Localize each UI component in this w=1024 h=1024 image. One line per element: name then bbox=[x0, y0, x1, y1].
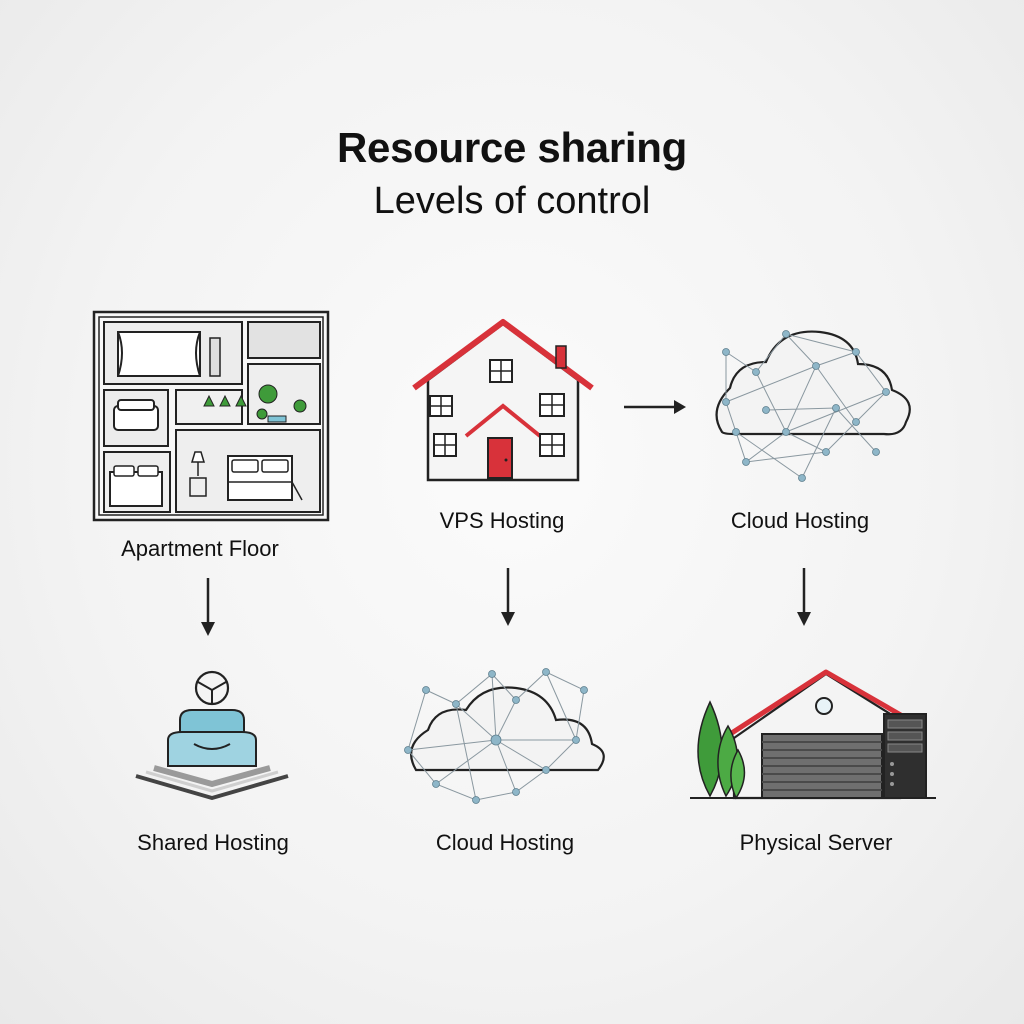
arrow-down-icon bbox=[797, 568, 811, 626]
apartment-floor-icon bbox=[92, 310, 330, 522]
shared-hosting-label: Shared Hosting bbox=[137, 830, 289, 855]
cloud-hosting-bottom-label: Cloud Hosting bbox=[435, 830, 575, 855]
cloud-network-icon bbox=[404, 668, 605, 804]
diagram-title: Resource sharing bbox=[337, 124, 687, 171]
cloud-network-icon bbox=[715, 330, 911, 482]
arrow-down-icon bbox=[201, 578, 215, 636]
shared-hosting-icon bbox=[135, 670, 289, 800]
physical-server-icon bbox=[690, 669, 936, 800]
cloud-hosting-top-label: Cloud Hosting bbox=[730, 508, 870, 533]
apartment-floor-label: Apartment Floor bbox=[121, 536, 279, 561]
arrow-down-icon bbox=[501, 568, 515, 626]
diagram-subtitle: Levels of control bbox=[373, 180, 651, 222]
vps-hosting-label: VPS Hosting bbox=[439, 508, 565, 533]
house-icon bbox=[412, 319, 594, 482]
arrow-right-icon bbox=[624, 400, 686, 414]
physical-server-label: Physical Server bbox=[739, 830, 893, 855]
